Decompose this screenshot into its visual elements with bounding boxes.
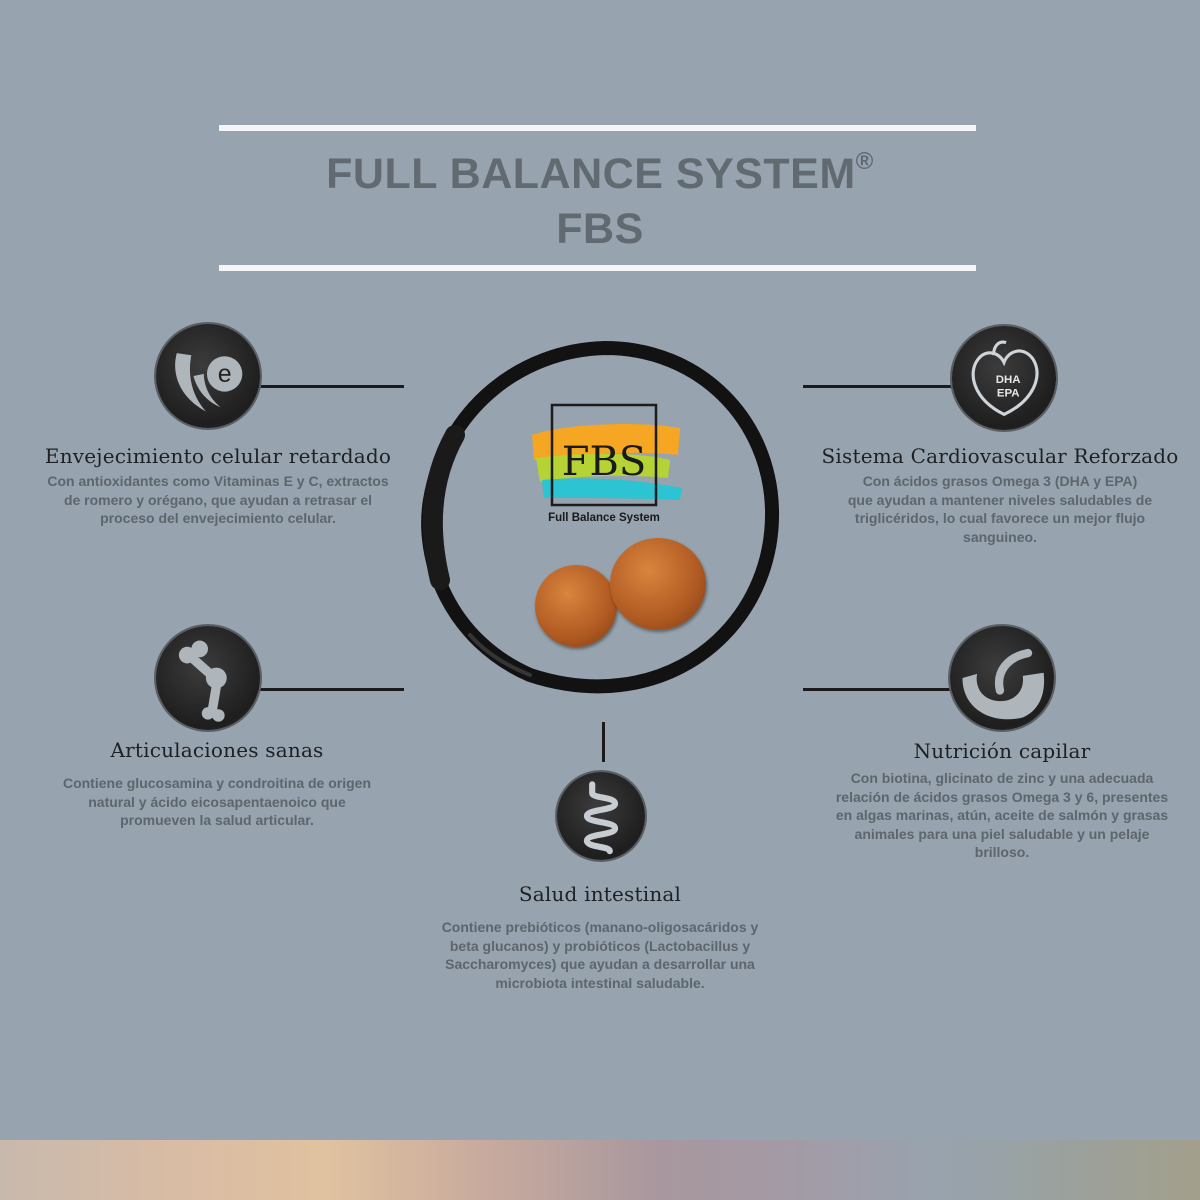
feature-title: Envejecimiento celular retardado <box>44 444 392 468</box>
svg-text:e: e <box>218 360 232 388</box>
description-line: de romero y orégano, que ayudan a retras… <box>63 491 373 508</box>
feature-cardio: Sistema Cardiovascular Reforzado Con áci… <box>800 444 1200 546</box>
description-line: Saccharomyces) que ayudan a desarrollar … <box>445 956 755 972</box>
fbs-logo: FBS Full Balance System <box>532 403 682 524</box>
top-divider <box>219 125 976 131</box>
heart-icon-text: EPA <box>997 388 1020 400</box>
heart-icon-text: DHA <box>996 374 1021 386</box>
feature-title: Articulaciones sanas <box>110 738 324 762</box>
description-line: beta glucanos) y probióticos (Lactobacil… <box>449 937 751 954</box>
description-line: en algas marinas, atún, aceite de salmón… <box>835 807 1169 823</box>
registered-mark: ® <box>855 148 874 175</box>
description-line: Con antioxidantes como Vitaminas E y C, … <box>47 473 389 489</box>
brush-circle <box>421 340 780 694</box>
bottom-divider <box>219 265 976 271</box>
heart-icon: DHA EPA <box>952 326 1056 430</box>
description-line: Contiene prebióticos (manano-oligosacári… <box>441 919 759 935</box>
page-title: FULL BALANCE SYSTEM® <box>0 148 1200 199</box>
kibble-image <box>610 538 706 630</box>
feature-title: Sistema Cardiovascular Reforzado <box>821 444 1179 468</box>
feature-title: Salud intestinal <box>518 882 682 906</box>
feature-description: Contiene glucosamina y condroitina de or… <box>17 774 417 830</box>
feature-description: Contiene prebióticos (manano-oligosacári… <box>400 918 800 992</box>
description-line: natural y ácido eicosapentaenoico que <box>88 793 346 810</box>
feature-description: Con biotina, glicinato de zinc y una ade… <box>802 769 1200 862</box>
description-line: microbiota intestinal saludable. <box>495 974 705 991</box>
connector-line <box>258 385 404 388</box>
feature-description: Con ácidos grasos Omega 3 (DHA y EPA) qu… <box>800 472 1200 546</box>
description-line: promueven la salud articular. <box>120 812 314 828</box>
kibble-image <box>535 565 617 647</box>
description-line: animales para una piel saludable y un pe… <box>854 825 1150 842</box>
fbs-logo-mark: FBS <box>562 439 647 485</box>
vitamin-e-leaf-icon: e <box>156 324 260 428</box>
intestine-icon <box>557 772 645 860</box>
description-line: triglicéridos, lo cual favorece un mejor… <box>854 510 1146 526</box>
description-line: brilloso. <box>974 844 1030 860</box>
page-subtitle: FBS <box>556 205 644 253</box>
feature-joints: Articulaciones sanas Contiene glucosamin… <box>17 738 417 830</box>
connector-line <box>803 385 953 388</box>
feature-aging: Envejecimiento celular retardado Con ant… <box>18 444 418 528</box>
description-line: Con biotina, glicinato de zinc y una ade… <box>850 770 1154 786</box>
feature-gut: Salud intestinal Contiene prebióticos (m… <box>400 882 800 992</box>
description-line: proceso del envejecimiento celular. <box>100 510 336 526</box>
description-line: Con ácidos grasos Omega 3 (DHA y EPA) <box>862 473 1138 489</box>
fbs-logo-caption: Full Balance System <box>548 512 660 524</box>
title-text: FULL BALANCE SYSTEM <box>326 150 856 198</box>
feature-hair: Nutrición capilar Con biotina, glicinato… <box>802 739 1200 862</box>
connector-line <box>602 722 605 762</box>
connector-line <box>803 688 953 691</box>
connector-line <box>258 688 404 691</box>
description-line: Contiene glucosamina y condroitina de or… <box>62 775 372 791</box>
description-line: relación de ácidos grasos Omega 3 y 6, p… <box>835 788 1169 805</box>
description-line: sanguineo. <box>963 528 1037 545</box>
feature-title: Nutrición capilar <box>913 739 1091 763</box>
description-line: que ayudan a mantener niveles saludables… <box>847 491 1153 508</box>
decorative-gradient-band <box>0 1140 1200 1200</box>
hair-follicle-icon <box>950 626 1054 730</box>
feature-description: Con antioxidantes como Vitaminas E y C, … <box>18 472 418 528</box>
bone-joint-icon <box>156 626 260 730</box>
